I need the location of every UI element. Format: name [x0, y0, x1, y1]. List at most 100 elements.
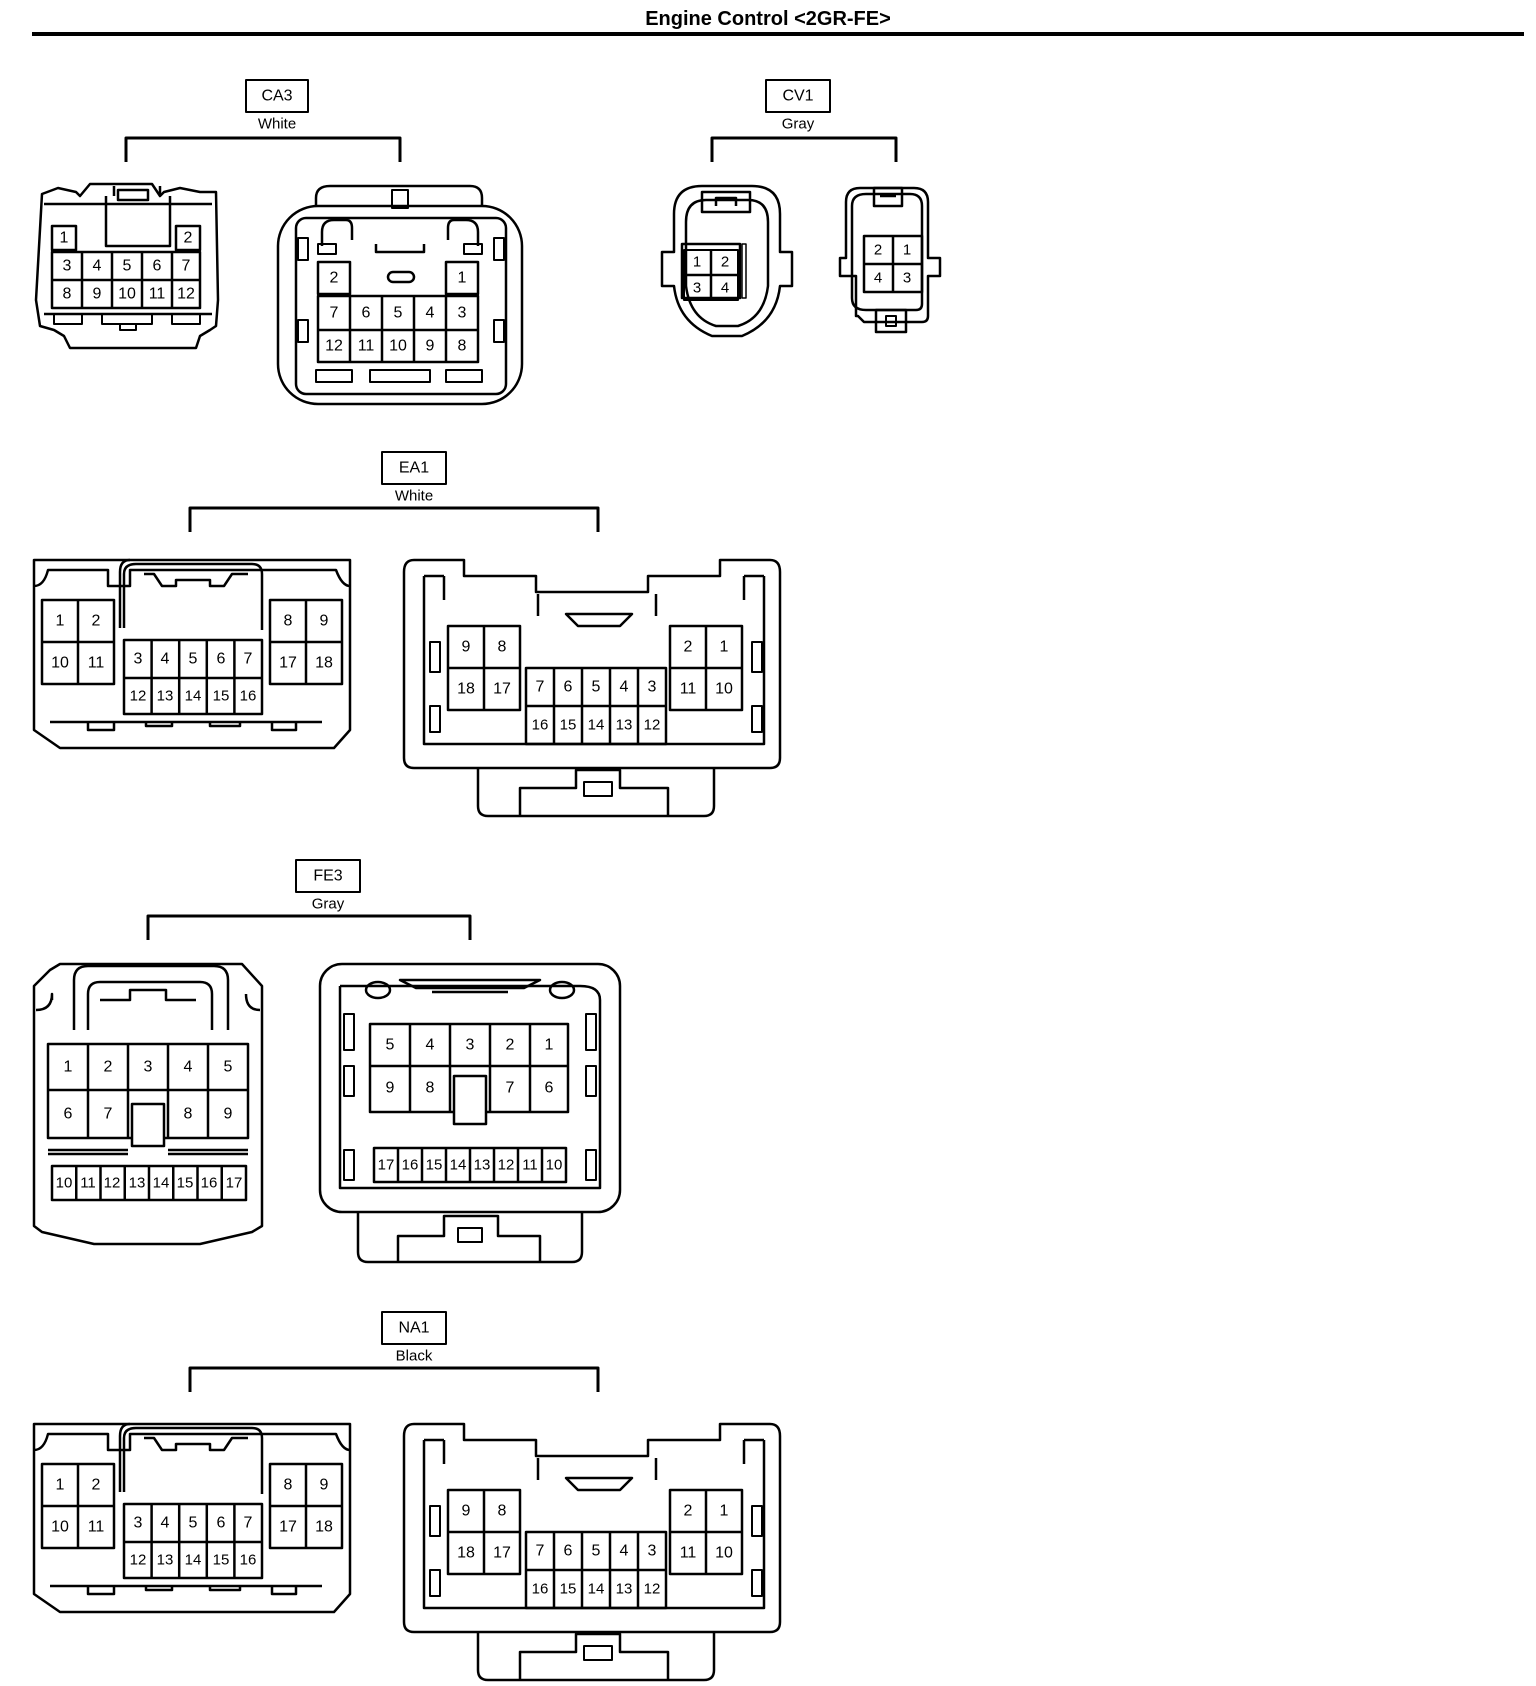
- na1-male-pin: 6: [217, 1515, 226, 1532]
- cv1-header: [710, 79, 898, 162]
- ea1-male-pin: 7: [244, 651, 253, 668]
- fe3-male-pin: 15: [177, 1175, 194, 1192]
- cv1-male-pin: 1: [693, 254, 701, 271]
- na1-female-pin: 1: [720, 1503, 729, 1520]
- ea1-female-pin: 14: [588, 717, 605, 734]
- na1-female-pin: 15: [560, 1581, 577, 1598]
- ea1-male-pin: 16: [240, 688, 257, 705]
- fe3-male-pin: 7: [104, 1106, 113, 1123]
- ea1-female-pin: 17: [493, 681, 511, 698]
- na1-female-pin: 16: [532, 1581, 549, 1598]
- fe3-female-pin: 14: [450, 1157, 467, 1174]
- ca3-male-pin: 3: [63, 258, 72, 275]
- na1-male-pin: 8: [284, 1477, 293, 1494]
- ca3-color: White: [258, 116, 296, 133]
- na1-female-pin: 3: [648, 1543, 657, 1560]
- fe3-male-body: [32, 962, 264, 1246]
- na1-male-pin: 4: [161, 1515, 170, 1532]
- ea1-male-pin: 13: [157, 688, 174, 705]
- page-title: Engine Control <2GR-FE>: [645, 8, 891, 30]
- fe3-female-pin: 13: [474, 1157, 491, 1174]
- ea1-id: EA1: [399, 460, 429, 477]
- na1-male-pin: 12: [130, 1552, 147, 1569]
- na1-female-pin: 5: [592, 1543, 601, 1560]
- ca3-male-pin: 6: [153, 258, 162, 275]
- fe3-male-pin: 8: [184, 1106, 193, 1123]
- cv1-male-pin: 3: [693, 280, 701, 297]
- na1-female-pin: 12: [644, 1581, 661, 1598]
- fe3-female-pin: 17: [378, 1157, 395, 1174]
- ca3-male-pin: 12: [177, 286, 195, 303]
- ea1-female-pin: 18: [457, 681, 475, 698]
- fe3-female-pin: 9: [386, 1080, 395, 1097]
- ea1-female-pin: 2: [684, 639, 693, 656]
- ea1-female-pin: 6: [564, 679, 573, 696]
- na1-female-pin: 9: [462, 1503, 471, 1520]
- ca3-female-pin: 1: [458, 270, 467, 287]
- na1-male-pin: 15: [213, 1552, 230, 1569]
- ca3-female-pin: 9: [426, 338, 435, 355]
- ea1-male-pin: 10: [51, 655, 69, 672]
- fe3-female-body: [318, 962, 622, 1264]
- ea1-female-pin: 4: [620, 679, 629, 696]
- ea1-male-body: [32, 558, 352, 750]
- ea1-female-pin: 7: [536, 679, 545, 696]
- ca3-female-pin: 11: [358, 338, 375, 355]
- na1-male-pin: 10: [51, 1519, 69, 1536]
- ea1-female-pin: 1: [720, 639, 729, 656]
- ea1-female-body: [402, 558, 782, 818]
- ca3-id: CA3: [261, 88, 292, 105]
- ea1-female-pin: 3: [648, 679, 657, 696]
- na1-male-pin: 9: [320, 1477, 329, 1494]
- na1-male-pin: 11: [88, 1519, 105, 1536]
- ca3-male-pin: 1: [60, 230, 69, 247]
- na1-male-pin: 18: [315, 1519, 333, 1536]
- ca3-male-pin: 10: [118, 286, 136, 303]
- ca3-female-pin: 7: [330, 305, 339, 322]
- ea1-male-pin: 8: [284, 613, 293, 630]
- cv1-id: CV1: [782, 88, 813, 105]
- fe3-male-pin: 4: [184, 1059, 193, 1076]
- ea1-female-pin: 15: [560, 717, 577, 734]
- ca3-male-pin: 5: [123, 258, 132, 275]
- fe3-female-pin: 8: [426, 1080, 435, 1097]
- cv1-female-pin: 4: [874, 270, 882, 287]
- fe3-female-pin: 1: [545, 1037, 554, 1054]
- na1-male-pin: 7: [244, 1515, 253, 1532]
- na1-female-pin: 11: [680, 1545, 697, 1562]
- title-rule: [32, 32, 1524, 36]
- na1-header: [188, 1311, 600, 1392]
- ea1-male-pin: 11: [88, 655, 105, 672]
- ca3-male-pin: 9: [93, 286, 102, 303]
- na1-male-pin: 17: [279, 1519, 297, 1536]
- ca3-male-pin: 7: [182, 258, 191, 275]
- fe3-male-pin: 5: [224, 1059, 233, 1076]
- ea1-male-pin: 18: [315, 655, 333, 672]
- ea1-female-pin: 9: [462, 639, 471, 656]
- fe3-female-pin: 5: [386, 1037, 395, 1054]
- ca3-female-pin: 2: [330, 270, 339, 287]
- fe3-female-pin: 16: [402, 1157, 419, 1174]
- fe3-male-pin: 17: [226, 1175, 243, 1192]
- fe3-female-pin: 2: [506, 1037, 515, 1054]
- cv1-female-pin: 3: [903, 270, 911, 287]
- ca3-female-body: [276, 184, 524, 406]
- ea1-male-pin: 12: [130, 688, 147, 705]
- ea1-female-pin: 5: [592, 679, 601, 696]
- ea1-female-pin: 8: [498, 639, 507, 656]
- fe3-id: FE3: [313, 868, 342, 885]
- ea1-female-pin: 13: [616, 717, 633, 734]
- ea1-female-pin: 10: [715, 681, 733, 698]
- fe3-female-pin: 6: [545, 1080, 554, 1097]
- na1-female-pin: 2: [684, 1503, 693, 1520]
- cv1-color: Gray: [782, 116, 815, 133]
- na1-female-pin: 14: [588, 1581, 605, 1598]
- ea1-header: [188, 451, 600, 532]
- ca3-female-pin: 8: [458, 338, 467, 355]
- na1-male-pin: 2: [92, 1477, 101, 1494]
- fe3-female-pin: 3: [466, 1037, 475, 1054]
- cv1-male-pin: 2: [721, 254, 729, 271]
- ca3-male-pin: 2: [184, 230, 193, 247]
- na1-female-pin: 6: [564, 1543, 573, 1560]
- na1-female-pin: 18: [457, 1545, 475, 1562]
